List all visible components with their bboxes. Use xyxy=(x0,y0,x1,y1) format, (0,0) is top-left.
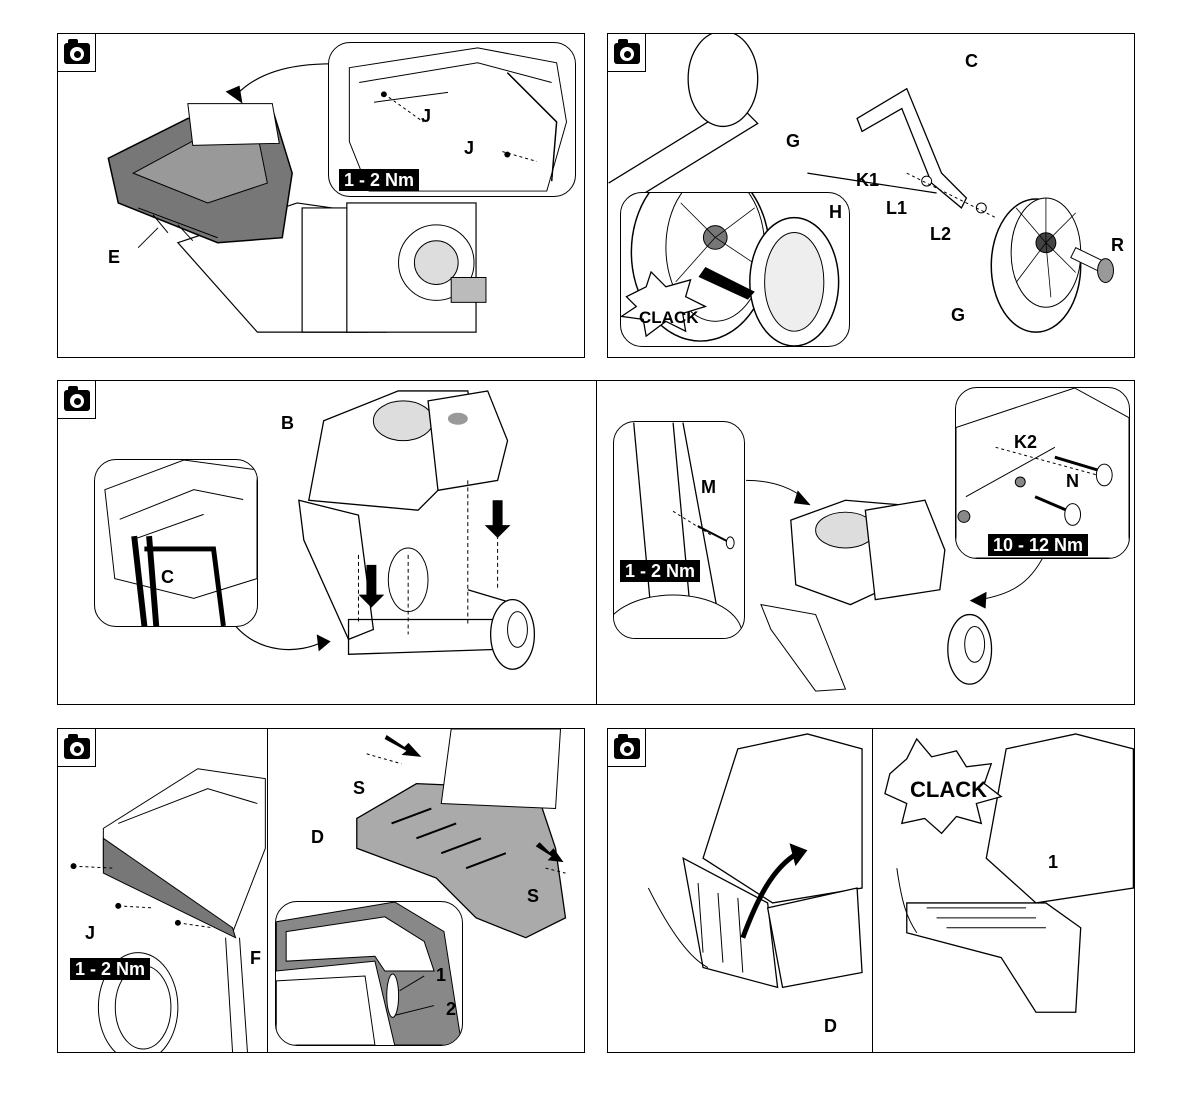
label-s-top: S xyxy=(353,779,365,797)
latch-illustration xyxy=(276,902,462,1045)
handle-bolt-illustration xyxy=(614,422,744,638)
label-d: D xyxy=(824,1017,837,1035)
label-k2: K2 xyxy=(1014,433,1037,451)
figure-panel-4: J F 1 - 2 Nm S D S 1 2 xyxy=(57,728,585,1053)
engine-bolt-illustration xyxy=(956,388,1129,558)
camera-icon xyxy=(608,729,646,767)
label-c: C xyxy=(161,568,174,586)
engine-bolt-inset: K2 N 10 - 12 Nm xyxy=(955,387,1130,559)
frame-inset: C xyxy=(94,459,258,627)
label-l2: L2 xyxy=(930,225,951,243)
torque-badge-m: 1 - 2 Nm xyxy=(620,560,700,582)
label-m: M xyxy=(701,478,716,496)
camera-icon xyxy=(58,34,96,72)
hubcap-inset: H CLACK xyxy=(620,192,850,347)
label-g-bottom: G xyxy=(951,306,965,324)
label-n: N xyxy=(1066,472,1079,490)
torque-badge: 1 - 2 Nm xyxy=(70,958,150,980)
torque-badge-n: 10 - 12 Nm xyxy=(988,534,1088,556)
label-j-upper: J xyxy=(421,107,431,125)
camera-icon xyxy=(58,381,96,419)
detail-inset: J J 1 - 2 Nm xyxy=(328,42,576,197)
label-k1: K1 xyxy=(856,171,879,189)
label-h: H xyxy=(829,203,842,221)
latch-inset: 1 2 xyxy=(275,901,463,1046)
torque-badge: 1 - 2 Nm xyxy=(339,169,419,191)
clack-text: CLACK xyxy=(639,308,699,328)
flap-illustration xyxy=(608,729,1134,1052)
label-d: D xyxy=(311,828,324,846)
label-j: J xyxy=(85,924,95,942)
label-s-right: S xyxy=(527,887,539,905)
label-2: 2 xyxy=(446,1000,456,1018)
figure-panel-3: C B M 1 - 2 Nm K2 N 10 - 12 Nm xyxy=(57,380,1135,705)
figure-panel-2: H CLACK C G K1 L1 L2 R G xyxy=(607,33,1135,358)
label-1: 1 xyxy=(1048,853,1058,871)
camera-icon xyxy=(58,729,96,767)
label-r: R xyxy=(1111,236,1124,254)
label-j-lower: J xyxy=(464,139,474,157)
label-f: F xyxy=(250,949,261,967)
camera-icon xyxy=(608,34,646,72)
figure-panel-5: D CLACK 1 xyxy=(607,728,1135,1053)
frame-detail-illustration xyxy=(95,460,257,626)
figure-panel-1: J J 1 - 2 Nm E xyxy=(57,33,585,358)
clack-text: CLACK xyxy=(910,777,987,803)
label-b: B xyxy=(281,414,294,432)
label-e: E xyxy=(108,248,120,266)
label-g-top: G xyxy=(786,132,800,150)
label-1: 1 xyxy=(436,966,446,984)
label-c: C xyxy=(965,52,978,70)
label-l1: L1 xyxy=(886,199,907,217)
handle-bolt-inset: M 1 - 2 Nm xyxy=(613,421,745,639)
